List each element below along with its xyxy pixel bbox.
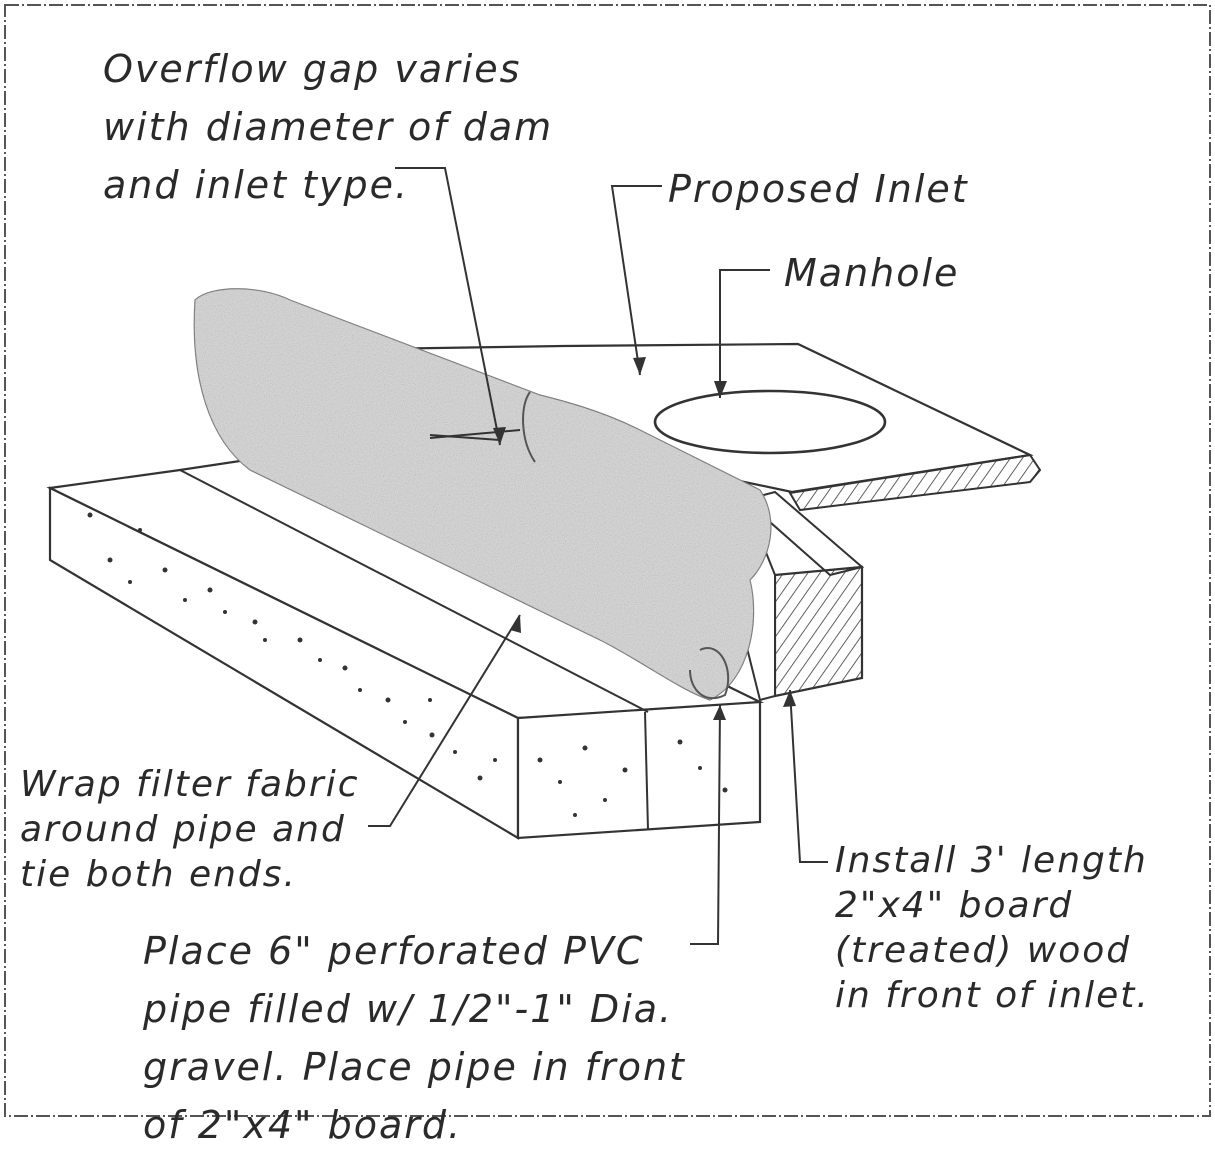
proposed-inlet-text: Proposed Inlet xyxy=(668,167,969,211)
gravel-base xyxy=(46,456,765,840)
manhole-opening xyxy=(653,389,887,455)
diagram-canvas: Overflow gap varies with diameter of dam… xyxy=(4,4,1211,1147)
place-pipe-line-1: Place 6" perforated PVC xyxy=(143,929,645,973)
inlet-protection-drawing xyxy=(4,4,1211,1117)
overflow-gap-line-1: Overflow gap varies xyxy=(103,47,522,91)
filter-fabric-pipe xyxy=(193,288,772,701)
overflow-gap-line-2: with diameter of dam xyxy=(103,105,554,149)
install-board-line-3: (treated) wood xyxy=(835,930,1132,971)
install-board-line-4: in front of inlet. xyxy=(835,975,1150,1016)
install-board-line-1: Install 3' length xyxy=(835,840,1148,881)
proposed-inlet-label: Proposed Inlet xyxy=(668,160,969,218)
wrap-filter-line-2: around pipe and xyxy=(20,809,346,850)
manhole-text: Manhole xyxy=(784,251,960,295)
wood-board xyxy=(738,490,865,702)
leader-lines xyxy=(368,167,828,945)
place-pipe-label: Place 6" perforated PVC pipe filled w/ 1… xyxy=(143,922,686,1154)
overflow-gap-label: Overflow gap varies with diameter of dam… xyxy=(103,40,553,214)
manhole-label: Manhole xyxy=(784,244,959,302)
install-board-line-2: 2"x4" board xyxy=(835,885,1074,926)
leader-arrowheads xyxy=(493,357,796,720)
overflow-gap-line-3: and inlet type. xyxy=(103,163,410,207)
wrap-filter-line-1: Wrap filter fabric xyxy=(20,764,360,805)
wrap-filter-label: Wrap filter fabric around pipe and tie b… xyxy=(20,762,360,897)
install-board-label: Install 3' length 2"x4" board (treated) … xyxy=(835,838,1150,1018)
place-pipe-line-4: of 2"x4" board. xyxy=(143,1103,463,1147)
drawing-border xyxy=(4,4,1211,1117)
place-pipe-line-3: gravel. Place pipe in front xyxy=(143,1045,686,1089)
place-pipe-line-2: pipe filled w/ 1/2"-1" Dia. xyxy=(143,987,674,1031)
wrap-filter-line-3: tie both ends. xyxy=(20,854,297,895)
